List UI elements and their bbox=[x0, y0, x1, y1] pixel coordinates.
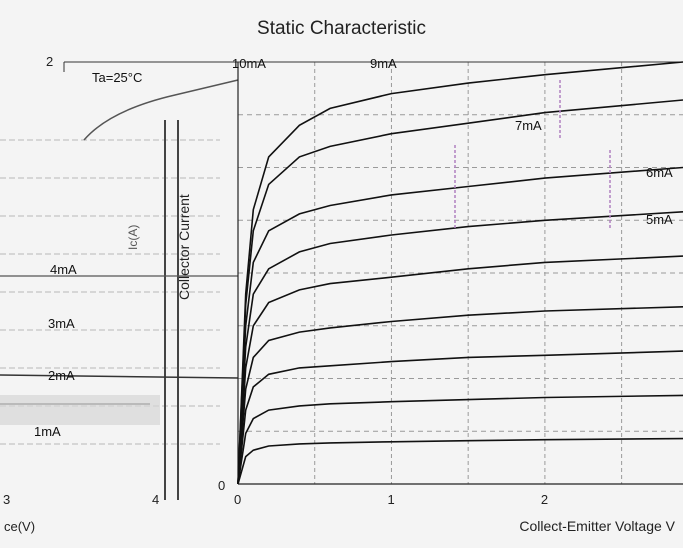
left-panel-curve bbox=[0, 374, 239, 379]
series-label-10mA: 10mA bbox=[232, 56, 266, 71]
x-axis-label: Collect-Emitter Voltage V bbox=[519, 518, 675, 534]
y-tick-label: 2 bbox=[46, 54, 54, 69]
series-label-7mA: 7mA bbox=[515, 118, 542, 133]
series-curve-2mA bbox=[237, 394, 683, 485]
series-curve-7mA bbox=[237, 166, 683, 485]
left-x-tick-3: 3 bbox=[3, 492, 11, 507]
series-curve-4mA bbox=[237, 306, 683, 485]
series-curve-10mA bbox=[237, 61, 683, 485]
series-label-2mA: 2mA bbox=[48, 368, 75, 383]
x-tick-label: 0 bbox=[234, 492, 242, 507]
series-label-5mA: 5mA bbox=[646, 212, 673, 227]
left-x-axis-label: ce(V) bbox=[4, 519, 36, 534]
series-label-4mA: 4mA bbox=[50, 262, 77, 277]
x-tick-label: 1 bbox=[387, 492, 395, 507]
series-curve-9mA bbox=[237, 99, 683, 485]
chart-title: Static Characteristic bbox=[257, 18, 426, 39]
y-axis-label: Collector Current bbox=[176, 194, 192, 300]
series-label-9mA: 9mA bbox=[370, 56, 397, 71]
left-panel-noise bbox=[0, 395, 160, 425]
temperature-annotation: Ta=25°C bbox=[92, 70, 143, 85]
left-panel-curve bbox=[83, 79, 239, 141]
y-tick-label: 0 bbox=[218, 478, 226, 493]
series-curve-3mA bbox=[237, 350, 683, 485]
series-curve-6mA bbox=[237, 211, 683, 485]
series-curve-1mA bbox=[237, 437, 683, 485]
series-curve-5mA bbox=[237, 255, 683, 485]
left-y-axis-label: Ic(A) bbox=[126, 224, 140, 250]
series-label-6mA: 6mA bbox=[646, 165, 673, 180]
x-tick-label: 2 bbox=[540, 492, 549, 507]
series-label-1mA: 1mA bbox=[34, 424, 61, 439]
left-x-tick-4: 4 bbox=[152, 492, 160, 507]
series-label-3mA: 3mA bbox=[48, 316, 75, 331]
